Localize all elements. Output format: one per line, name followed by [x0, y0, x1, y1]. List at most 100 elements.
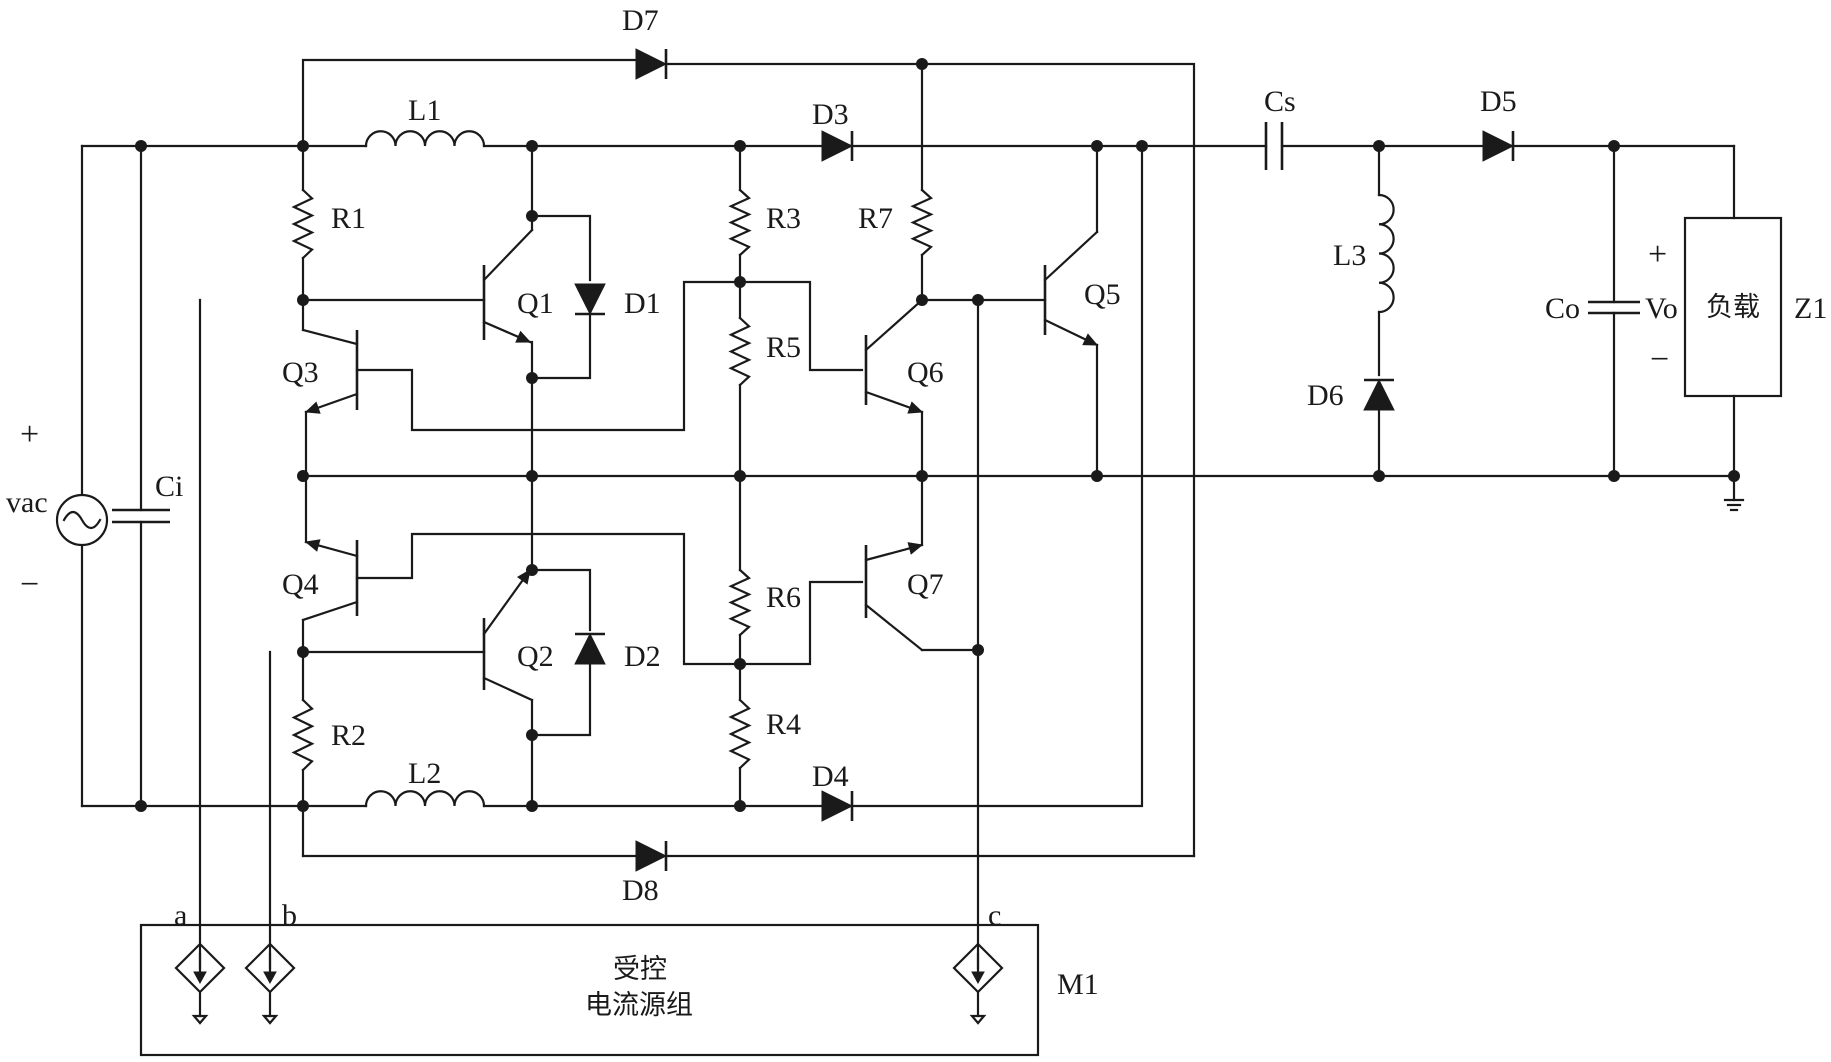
l1-label: L1: [408, 94, 441, 127]
r3-label: R3: [766, 202, 801, 235]
port-a-label: a: [174, 899, 187, 932]
q4-transistor-collector: [303, 602, 357, 620]
vo-plus: +: [1648, 236, 1667, 273]
junction-dot: [526, 729, 538, 741]
junction-dot: [972, 644, 984, 656]
junction-dot: [526, 564, 538, 576]
d1-label: D1: [624, 287, 661, 320]
q6-transistor-collector: [866, 300, 922, 350]
d2-top: [532, 570, 590, 630]
module-title-line1: 受控: [613, 954, 667, 985]
labels: vac + − Ci L1 L2 L3 R1 R2 R3 R4 R5 R6 R7…: [6, 4, 1827, 1021]
r6-resistor: [731, 570, 749, 635]
junction-dot: [734, 276, 746, 288]
r1-resistor: [294, 190, 312, 258]
d7-diode: [636, 49, 666, 79]
r2-label: R2: [331, 719, 366, 752]
q3-transistor-collector: [303, 330, 357, 344]
cs-label: Cs: [1264, 85, 1296, 118]
junction-dot: [135, 800, 147, 812]
junction-dot: [526, 140, 538, 152]
r4-label: R4: [766, 708, 801, 741]
current-source-a-arrow: [194, 972, 206, 983]
junction-dots: [135, 58, 1740, 812]
source-label: vac: [6, 486, 48, 519]
d8-diode: [636, 841, 666, 871]
junction-dot: [526, 470, 538, 482]
junction-dot: [297, 800, 309, 812]
module-title-line2: 电流源组: [585, 990, 693, 1021]
d7-right-loop: [668, 64, 1194, 856]
junction-dot: [135, 140, 147, 152]
r7-label: R7: [858, 202, 893, 235]
r2-resistor: [294, 700, 312, 770]
source-plus: +: [20, 416, 39, 453]
r6-label: R6: [766, 581, 801, 614]
junction-dot: [916, 58, 928, 70]
r7-resistor: [913, 190, 931, 255]
junction-dot: [297, 470, 309, 482]
l3-label: L3: [1333, 239, 1366, 272]
co-label: Co: [1545, 292, 1580, 325]
junction-dot: [734, 470, 746, 482]
l3-inductor: [1379, 195, 1394, 312]
d2-bottom: [532, 664, 590, 735]
q4-label: Q4: [282, 568, 319, 601]
d7-left: [303, 60, 636, 146]
r1-label: R1: [331, 202, 366, 235]
vo-minus: −: [1650, 341, 1669, 378]
ci-label: Ci: [155, 470, 183, 503]
l2-label: L2: [408, 757, 441, 790]
d8-label: D8: [622, 874, 659, 907]
junction-dot: [972, 294, 984, 306]
q5-label: Q5: [1084, 278, 1121, 311]
junction-dot: [1373, 140, 1385, 152]
r4-resistor: [731, 700, 749, 768]
q5-transistor-arrow: [1083, 334, 1097, 345]
junction-dot: [526, 800, 538, 812]
q4-transistor-arrow: [306, 540, 320, 551]
d2-label: D2: [624, 640, 661, 673]
q1-transistor-collector: [484, 230, 532, 280]
junction-dot: [526, 210, 538, 222]
l2-inductor: [366, 791, 484, 806]
junction-dot: [297, 646, 309, 658]
d1-bottom: [532, 316, 590, 378]
l1-inductor: [366, 131, 484, 146]
junction-dot: [1373, 470, 1385, 482]
ac-source-wave: [64, 512, 100, 528]
q7-label: Q7: [907, 568, 944, 601]
q5-transistor-collector: [1045, 232, 1097, 280]
q2-label: Q2: [517, 640, 554, 673]
vo-label: Vo: [1645, 292, 1678, 325]
q3-label: Q3: [282, 356, 319, 389]
junction-dot: [1136, 140, 1148, 152]
q7-transistor-collector: [866, 605, 922, 650]
port-b-label: b: [282, 899, 297, 932]
junction-dot: [1091, 140, 1103, 152]
junction-dot: [526, 372, 538, 384]
current-source-a-gnd: [194, 1016, 206, 1023]
d5-label: D5: [1480, 85, 1517, 118]
d4-label: D4: [812, 760, 849, 793]
q1-transistor-arrow: [516, 332, 530, 342]
current-source-c-gnd: [972, 1016, 984, 1023]
d1-top: [532, 216, 590, 280]
z1-label: Z1: [1794, 292, 1827, 325]
q6-transistor-arrow: [908, 402, 922, 413]
junction-dot: [1728, 470, 1740, 482]
junction-dot: [916, 294, 928, 306]
junction-dot: [1608, 140, 1620, 152]
port-c-label: c: [988, 899, 1001, 932]
q3-transistor-arrow: [306, 402, 320, 413]
d3-diode: [822, 131, 852, 161]
r5-resistor: [731, 318, 749, 385]
load-label: 负载: [1706, 292, 1760, 323]
junction-dot: [297, 140, 309, 152]
wires: [82, 60, 1734, 968]
d3-label: D3: [812, 98, 849, 131]
junction-dot: [734, 140, 746, 152]
d5-diode: [1483, 131, 1513, 161]
source-minus: −: [20, 566, 39, 603]
junction-dot: [297, 294, 309, 306]
